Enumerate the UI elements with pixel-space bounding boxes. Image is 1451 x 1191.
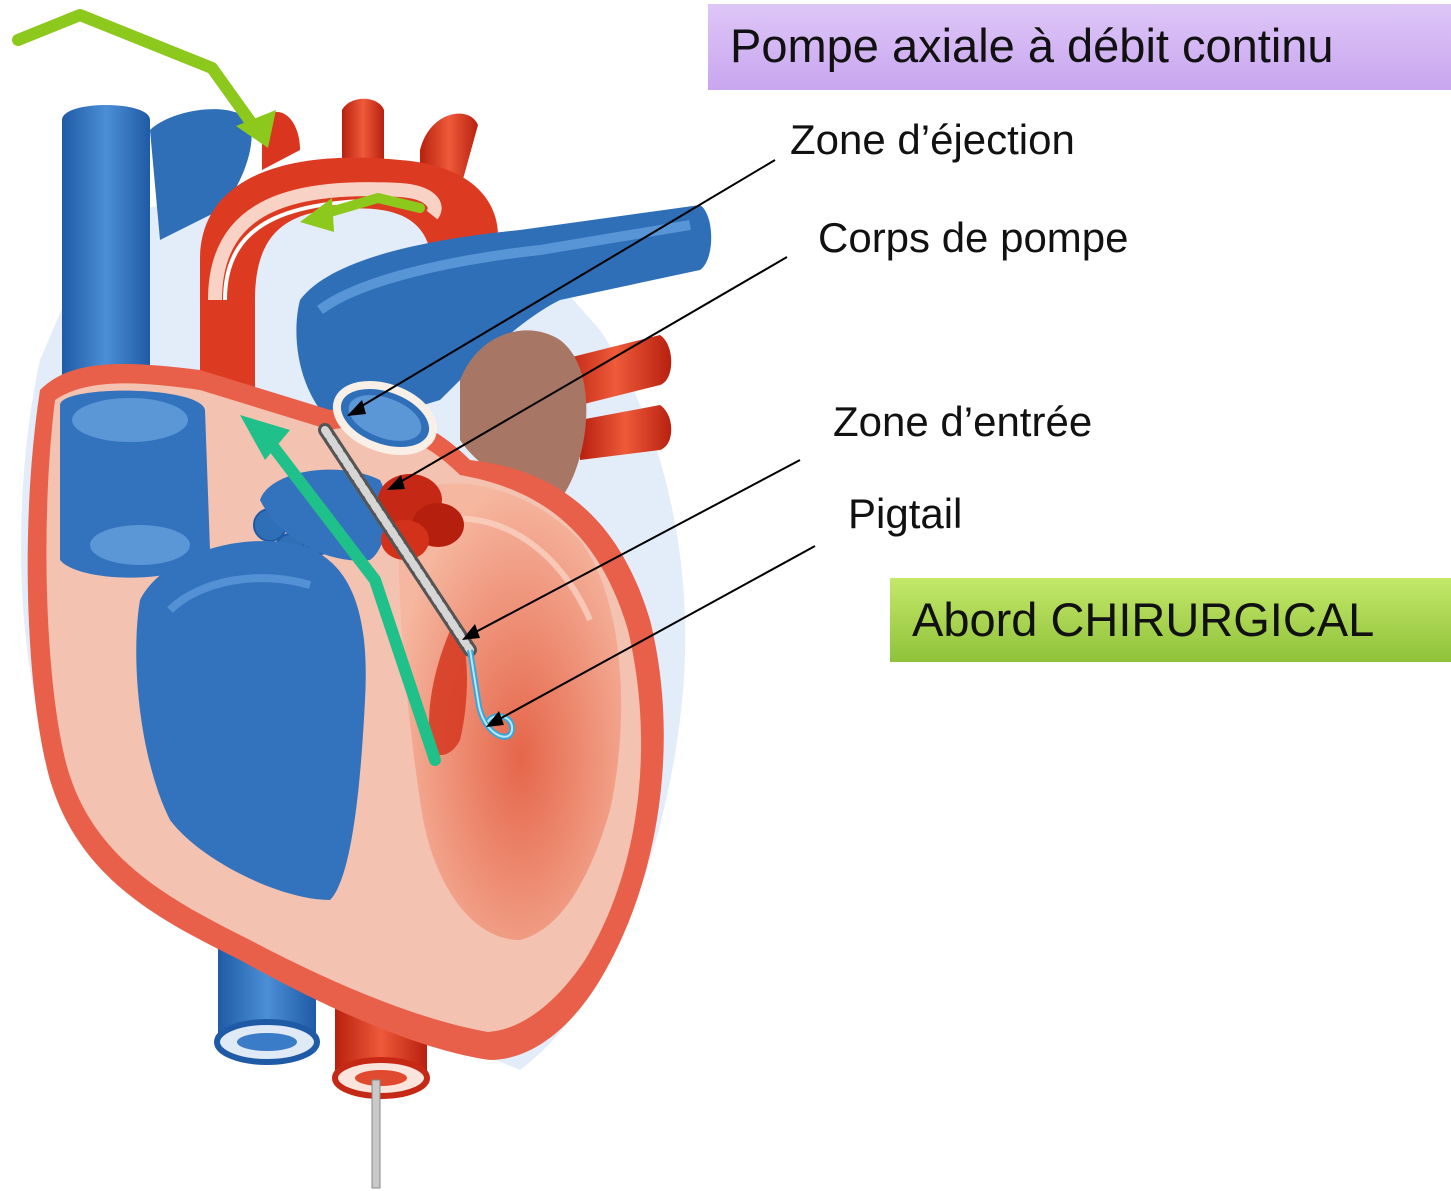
ivc-inner-opening <box>90 525 190 565</box>
title-text: Pompe axiale à débit continu <box>730 18 1334 73</box>
label-ejection: Zone d’éjection <box>790 116 1075 164</box>
title-banner: Pompe axiale à débit continu <box>708 4 1451 90</box>
approach-badge: Abord CHIRURGICAL <box>890 578 1451 662</box>
svc-opening <box>72 398 188 442</box>
badge-text: Abord CHIRURGICAL <box>912 592 1374 647</box>
label-pump-body: Corps de pompe <box>818 214 1129 262</box>
label-pigtail: Pigtail <box>848 490 962 538</box>
label-inlet: Zone d’entrée <box>833 398 1092 446</box>
catheter-tail <box>372 1080 380 1188</box>
